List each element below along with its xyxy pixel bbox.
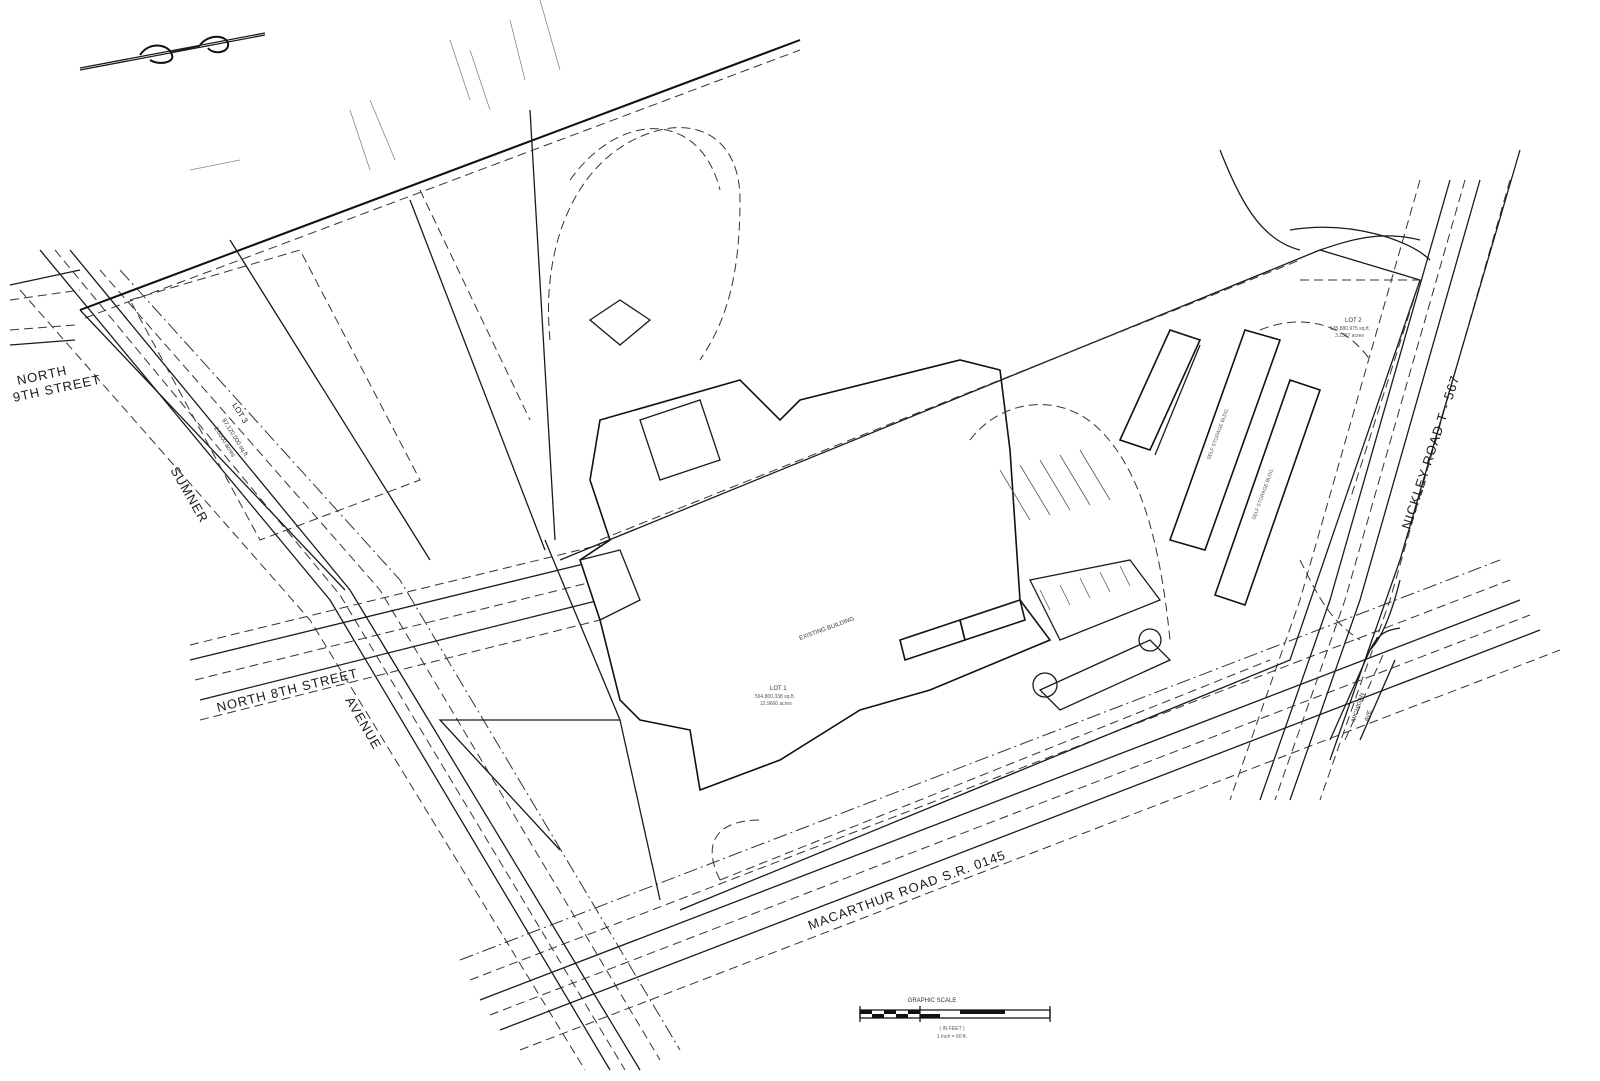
sumner-label-1: SUMNER [167,464,211,525]
ballfield-outline [548,127,741,361]
north-arrow-icon [79,32,266,71]
existing-building: EXISTING BUILDING LOT 1 564,800.338 sq.f… [579,359,1052,792]
graphic-scale-ratio: 1 inch = 60 ft. [937,1034,967,1040]
sumner-avenue-road [19,249,681,1071]
lot-1-area-text: 564,800.338 sq.ft. [755,694,795,700]
lot-2-title: LOT 2 [1345,318,1362,324]
graphic-scale-units: ( IN FEET ) [939,1026,965,1032]
lot-3-area: LOT 3 87,120.000 sq.ft. 2.0000 acres [129,249,421,541]
upper-right-curves [1219,149,1421,651]
north-8th-street-road [189,544,601,721]
graphic-scale-title: GRAPHIC SCALE [908,998,957,1004]
sumner-label-2: AVENUE [342,694,384,752]
lot-1-acres-text: 12.9660 acres [760,701,792,707]
lot-2-area: LOT 2 135,880.975 sq.ft. 3.1367 acres [1259,226,1431,501]
lot-1-title: LOT 1 [770,686,787,692]
lot-2-area-text: 135,880.975 sq.ft. [1330,326,1370,332]
macarthur-label: MACARTHUR ROAD S.R. 0145 [806,847,1008,933]
lot-2-acres-text: 3.1367 acres [1335,333,1364,339]
self-storage-buildings: SELF STORAGE BLDG. SELF STORAGE BLDG. [1118,329,1322,607]
macarthur-road [459,559,1561,1051]
adjoiner-notes-faint [189,0,561,171]
michigan-label-2: AVE. [1364,708,1374,723]
north-8th-label: NORTH 8TH STREET [215,665,359,715]
nickley-label: NICKLEY ROAD T - 567 [1399,373,1463,531]
north-9th-street-road [9,269,81,346]
graphic-scale: GRAPHIC SCALE ( IN FEET ) 1 inch = 60 ft… [859,998,1051,1040]
nickley-road [1229,149,1521,801]
michigan-label-1: MICHIGAN [1351,692,1366,722]
property-boundaries [79,39,801,901]
